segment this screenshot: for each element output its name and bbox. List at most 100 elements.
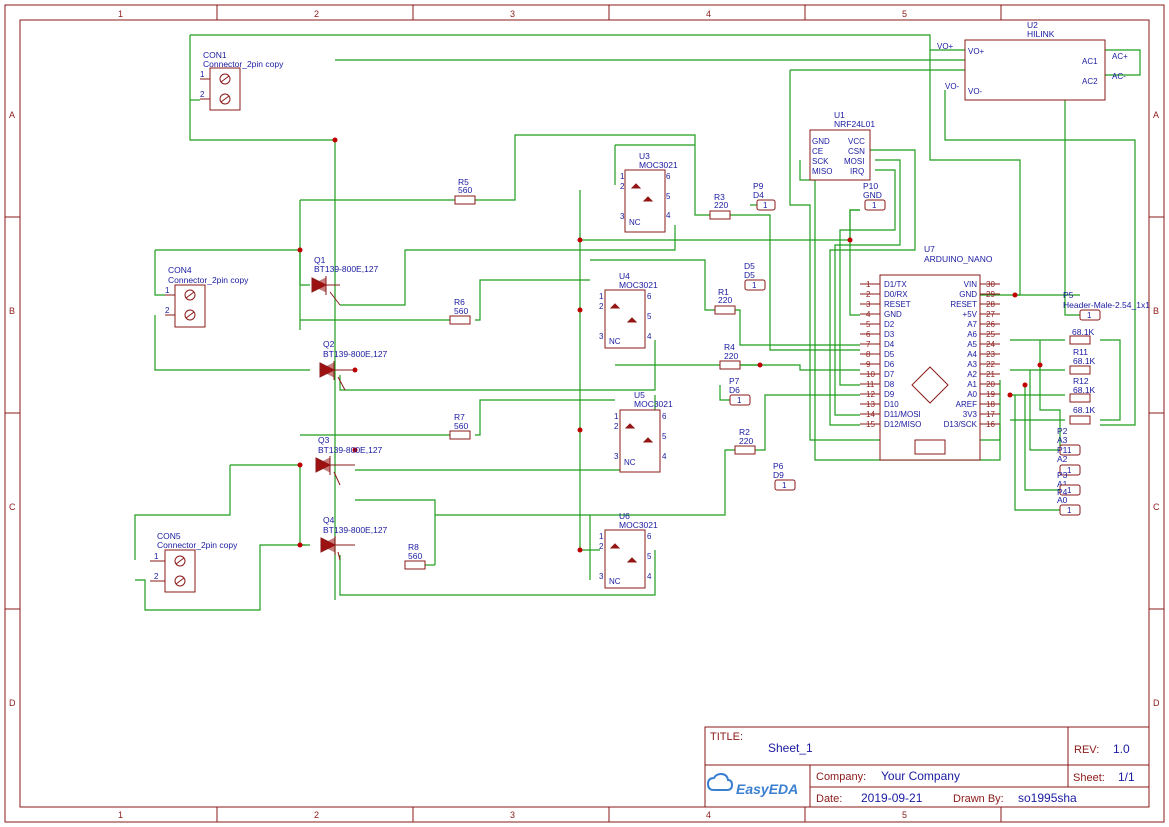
u6-value: MOC3021 <box>619 520 658 530</box>
u3-ref: U3 <box>639 151 650 161</box>
u1-pin-gnd: GND <box>812 137 830 146</box>
q3-value: BT139-800E,127 <box>318 445 383 455</box>
r11-value: 68.1K <box>1073 356 1096 366</box>
resistor-r1[interactable]: R1 220 <box>714 287 736 315</box>
resistor-r4[interactable]: R4 220 <box>719 342 741 370</box>
u6-nc: NC <box>609 577 621 586</box>
triac-q2[interactable]: Q2 BT139-800E,127 <box>318 339 388 391</box>
resistor-r2[interactable]: R2 220 <box>734 427 756 455</box>
u5-pin1: 1 <box>614 412 619 421</box>
connector-con5[interactable]: CON5 Connector_2pin copy 1 2 <box>150 531 238 593</box>
resistor-r12[interactable]: R12 68.1K <box>1069 376 1096 403</box>
p6-value: D9 <box>773 470 784 480</box>
nano-pin-label: D3 <box>884 330 895 339</box>
nano-pin-number: 6 <box>866 330 871 339</box>
nano-pin-label: RESET <box>950 300 977 309</box>
header-p4[interactable]: P4 A0 1 <box>1057 487 1081 516</box>
d5-ref: D5 <box>744 261 755 271</box>
u1-pin-ce: CE <box>812 147 823 156</box>
nano-pin-number: 1 <box>866 280 871 289</box>
triac-q1[interactable]: Q1 BT139-800E,127 <box>310 255 379 306</box>
u6-pin1: 1 <box>599 532 604 541</box>
p5-value: Header-Male-2.54_1x1 <box>1063 300 1150 310</box>
p9-pin: 1 <box>763 201 768 210</box>
nano-pin-number: 12 <box>866 390 875 399</box>
resistor-r11[interactable]: R11 68.1K <box>1069 347 1096 375</box>
u3-pin4: 4 <box>666 211 671 220</box>
nano-pin-number: 8 <box>866 350 871 359</box>
header-d5[interactable]: D5 D5 1 <box>744 261 766 291</box>
nano-pin-label: D12/MISO <box>884 420 921 429</box>
nano-pin-number: 16 <box>986 420 995 429</box>
resistor-r3[interactable]: R3 220 <box>709 192 731 220</box>
header-p1[interactable]: P1 A2 1 <box>1057 445 1081 476</box>
optocoupler-u4[interactable]: U4 MOC3021 1 2 3 4 5 6 NC <box>599 271 658 349</box>
header-p2[interactable]: P2 A3 1 <box>1057 426 1081 456</box>
company-label: Company: <box>816 771 866 783</box>
resistor-r7[interactable]: R7 560 <box>449 412 471 440</box>
resistor-r6[interactable]: R6 560 <box>449 297 471 325</box>
module-u2-hilink[interactable]: U2 HILINK VO+ VO- AC1 AC2 VO+ VO- AC+ AC… <box>937 20 1128 101</box>
resistor-r5[interactable]: R5 560 <box>454 177 476 205</box>
zone-col-5-bottom: 5 <box>902 810 907 820</box>
nano-pin-label: A5 <box>967 340 977 349</box>
header-p10[interactable]: P10 GND 1 <box>863 181 886 211</box>
nano-pin-number: 2 <box>866 290 871 299</box>
con5-pin2: 2 <box>154 572 159 581</box>
p2-ref: P2 <box>1057 426 1068 436</box>
header-p7[interactable]: P7 D6 1 <box>729 376 751 406</box>
u1-pin-vcc: VCC <box>848 137 865 146</box>
zone-col-2: 2 <box>314 9 319 19</box>
zone-col-4: 4 <box>706 9 711 19</box>
connector-con4[interactable]: CON4 Connector_2pin copy 1 2 <box>165 265 249 328</box>
nano-pin-number: 15 <box>866 420 875 429</box>
triac-q4[interactable]: Q4 BT139-800E,127 <box>319 515 388 561</box>
optocoupler-u6[interactable]: U6 MOC3021 1 2 3 4 5 6 NC <box>599 511 658 589</box>
resistor-r8[interactable]: R8 560 <box>404 542 426 570</box>
p1-value: A2 <box>1057 454 1068 464</box>
con5-ref: CON5 <box>157 531 181 541</box>
company-value: Your Company <box>881 769 960 783</box>
header-p6[interactable]: P6 D9 1 <box>773 461 796 491</box>
header-p3[interactable]: P3 A1 1 <box>1057 470 1081 496</box>
header-p9[interactable]: P9 D4 1 <box>753 181 776 211</box>
resistor-r13[interactable]: 68.1K <box>1069 405 1096 425</box>
p7-pin: 1 <box>737 396 742 405</box>
u6-pin6: 6 <box>647 532 652 541</box>
resistor-r10[interactable]: 68.1K <box>1069 327 1095 345</box>
r3-value: 220 <box>714 200 728 210</box>
q4-ref: Q4 <box>323 515 335 525</box>
rev-value: 1.0 <box>1113 742 1130 756</box>
nano-pin-number: 17 <box>986 410 995 419</box>
optocoupler-u5[interactable]: U5 MOC3021 1 2 3 4 5 6 NC <box>614 390 673 473</box>
header-p5[interactable]: P5 Header-Male-2.54_1x1 1 <box>1063 290 1150 321</box>
drawn-by-value: so1995sha <box>1018 791 1077 805</box>
nano-pin-label: D5 <box>884 350 895 359</box>
nano-pin-number: 9 <box>866 360 871 369</box>
u4-pin4: 4 <box>647 332 652 341</box>
nano-pin-label: D4 <box>884 340 895 349</box>
module-u1-nrf24l01[interactable]: U1 NRF24L01 GND CE SCK MISO VCC CSN MOSI… <box>809 110 875 181</box>
title-block: TITLE: Sheet_1 REV: 1.0 Company: Your Co… <box>704 726 1150 808</box>
r1-value: 220 <box>718 295 732 305</box>
date-label: Date: <box>816 793 842 805</box>
connector-con1[interactable]: CON1 Connector_2pin copy 1 2 <box>200 50 284 111</box>
date-value: 2019-09-21 <box>861 791 923 805</box>
u1-pin-irq: IRQ <box>850 167 864 176</box>
r4-ref: R4 <box>724 342 735 352</box>
nano-pin-label: D6 <box>884 360 895 369</box>
zone-row-b: B <box>9 306 15 316</box>
con4-pin2: 2 <box>165 306 170 315</box>
sheet-label: Sheet: <box>1073 772 1105 784</box>
con1-pin1: 1 <box>200 70 205 79</box>
nano-pin-label: D1/TX <box>884 280 907 289</box>
zone-row-a-right: A <box>1153 110 1159 120</box>
p10-value: GND <box>863 190 882 200</box>
triac-q3[interactable]: Q3 BT139-800E,127 <box>314 435 383 486</box>
optocoupler-u3[interactable]: U3 MOC3021 1 2 3 4 5 6 NC <box>620 151 678 233</box>
q1-ref: Q1 <box>314 255 326 265</box>
con1-value: Connector_2pin copy <box>203 59 284 69</box>
u5-pin4: 4 <box>662 452 667 461</box>
nano-pin-number: 3 <box>866 300 871 309</box>
